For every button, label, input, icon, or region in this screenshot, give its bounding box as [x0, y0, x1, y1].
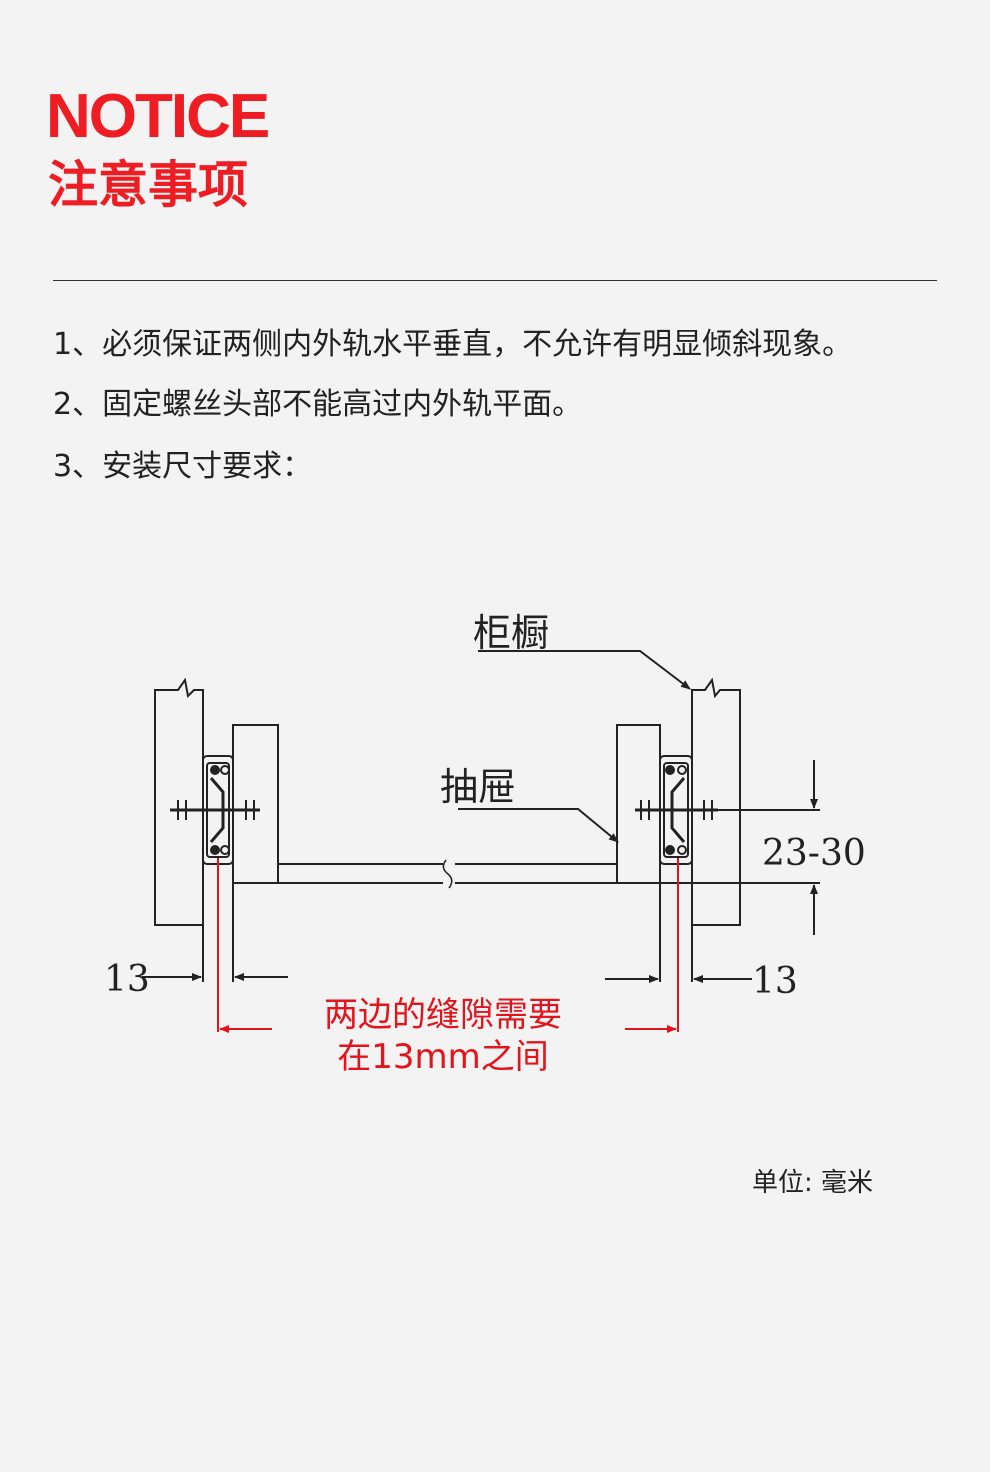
notice-title-zh: 注意事项	[48, 156, 248, 214]
note-item-2: 2、固定螺丝头部不能高过内外轨平面。	[53, 387, 583, 422]
cabinet-label: 柜橱	[473, 611, 549, 655]
drawer-side-right	[616, 724, 661, 884]
dim-left-value: 13	[104, 959, 150, 1000]
unit-label: 单位: 毫米	[752, 1168, 874, 1198]
bottom-break-mark	[442, 859, 453, 889]
dim-right-value: 13	[752, 961, 798, 1002]
notice-title-en: NOTICE	[46, 82, 270, 151]
cabinet-leader	[478, 650, 691, 690]
drawer-bottom	[233, 863, 660, 884]
note-item-3: 3、安装尺寸要求：	[53, 449, 313, 484]
gap-note-line2: 在13mm之间	[337, 1037, 549, 1077]
gap-note-line1: 两边的缝隙需要	[324, 995, 562, 1035]
divider	[53, 280, 937, 281]
drawer-leader	[458, 808, 619, 843]
slide-rail-left	[170, 755, 260, 865]
drawer-label: 抽屉	[440, 765, 516, 809]
dim-height-value: 23-30	[762, 833, 866, 874]
drawer-side-left	[232, 724, 279, 884]
note-item-1: 1、必须保证两侧内外轨水平垂直，不允许有明显倾斜现象。	[53, 327, 853, 362]
cabinet-wall-right	[691, 677, 741, 926]
